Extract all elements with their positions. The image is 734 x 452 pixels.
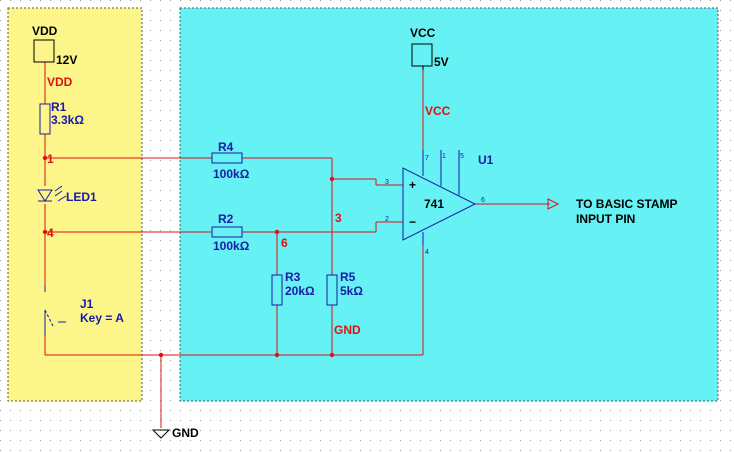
pin-7: 7 bbox=[425, 155, 429, 162]
wires bbox=[44, 62, 550, 428]
pin-6: 6 bbox=[481, 197, 485, 204]
net-3-label: 3 bbox=[335, 211, 342, 225]
opamp-minus: − bbox=[409, 215, 416, 229]
resistor-r5[interactable]: R5 5kΩ bbox=[326, 270, 363, 306]
switch-ref: J1 bbox=[80, 297, 94, 311]
r3-value: 20kΩ bbox=[285, 284, 315, 298]
pin-4: 4 bbox=[425, 249, 429, 256]
opamp-u1[interactable]: + − 741 U1 7 1 5 3 2 6 4 bbox=[385, 150, 494, 256]
vdd-net-label: VDD bbox=[47, 75, 73, 89]
vdd-source[interactable]: VDD 12V bbox=[32, 24, 77, 67]
resistor-r2[interactable]: R2 100kΩ bbox=[211, 212, 250, 253]
pin-5: 5 bbox=[460, 153, 464, 160]
vdd-name: VDD bbox=[32, 24, 58, 38]
r4-ref: R4 bbox=[218, 140, 234, 154]
output-arrow-icon bbox=[547, 198, 560, 210]
opamp-ref: U1 bbox=[478, 153, 494, 167]
junctions bbox=[42, 155, 335, 358]
r2-value: 100kΩ bbox=[213, 239, 250, 253]
output-label-line2: INPUT PIN bbox=[576, 212, 635, 226]
output-label-line1: TO BASIC STAMP bbox=[576, 197, 678, 211]
vcc-net-label: VCC bbox=[425, 104, 451, 118]
r2-ref: R2 bbox=[218, 212, 234, 226]
r5-ref: R5 bbox=[340, 270, 356, 284]
ground-icon[interactable]: GND bbox=[151, 426, 199, 440]
net-1-label: 1 bbox=[47, 152, 54, 166]
led-ref: LED1 bbox=[66, 190, 97, 204]
resistor-r3[interactable]: R3 20kΩ bbox=[271, 270, 315, 306]
pin-3: 3 bbox=[385, 179, 389, 186]
switch-j1[interactable]: J1 Key = A bbox=[44, 286, 124, 336]
led-icon[interactable]: LED1 bbox=[37, 185, 97, 204]
r5-value: 5kΩ bbox=[340, 284, 363, 298]
opamp-part: 741 bbox=[424, 197, 444, 211]
vcc-name: VCC bbox=[410, 26, 436, 40]
net-6-label: 6 bbox=[281, 236, 288, 250]
r1-ref: R1 bbox=[51, 100, 67, 114]
left-panel bbox=[7, 7, 143, 402]
vcc-source[interactable]: VCC 5V bbox=[410, 26, 449, 70]
pin-1: 1 bbox=[442, 153, 446, 160]
resistor-r4[interactable]: R4 100kΩ bbox=[211, 140, 250, 181]
resistor-r1[interactable]: R1 3.3kΩ bbox=[39, 100, 84, 135]
switch-key: Key = A bbox=[80, 311, 124, 325]
ground-label: GND bbox=[172, 426, 199, 440]
vcc-value: 5V bbox=[434, 55, 449, 69]
r3-ref: R3 bbox=[285, 270, 301, 284]
net-4-label: 4 bbox=[47, 226, 54, 240]
opamp-plus: + bbox=[409, 178, 416, 192]
vdd-value: 12V bbox=[56, 53, 77, 67]
r4-value: 100kΩ bbox=[213, 167, 250, 181]
r1-value: 3.3kΩ bbox=[51, 113, 84, 127]
pin-2: 2 bbox=[385, 216, 389, 223]
gnd-net-label: GND bbox=[334, 323, 361, 337]
